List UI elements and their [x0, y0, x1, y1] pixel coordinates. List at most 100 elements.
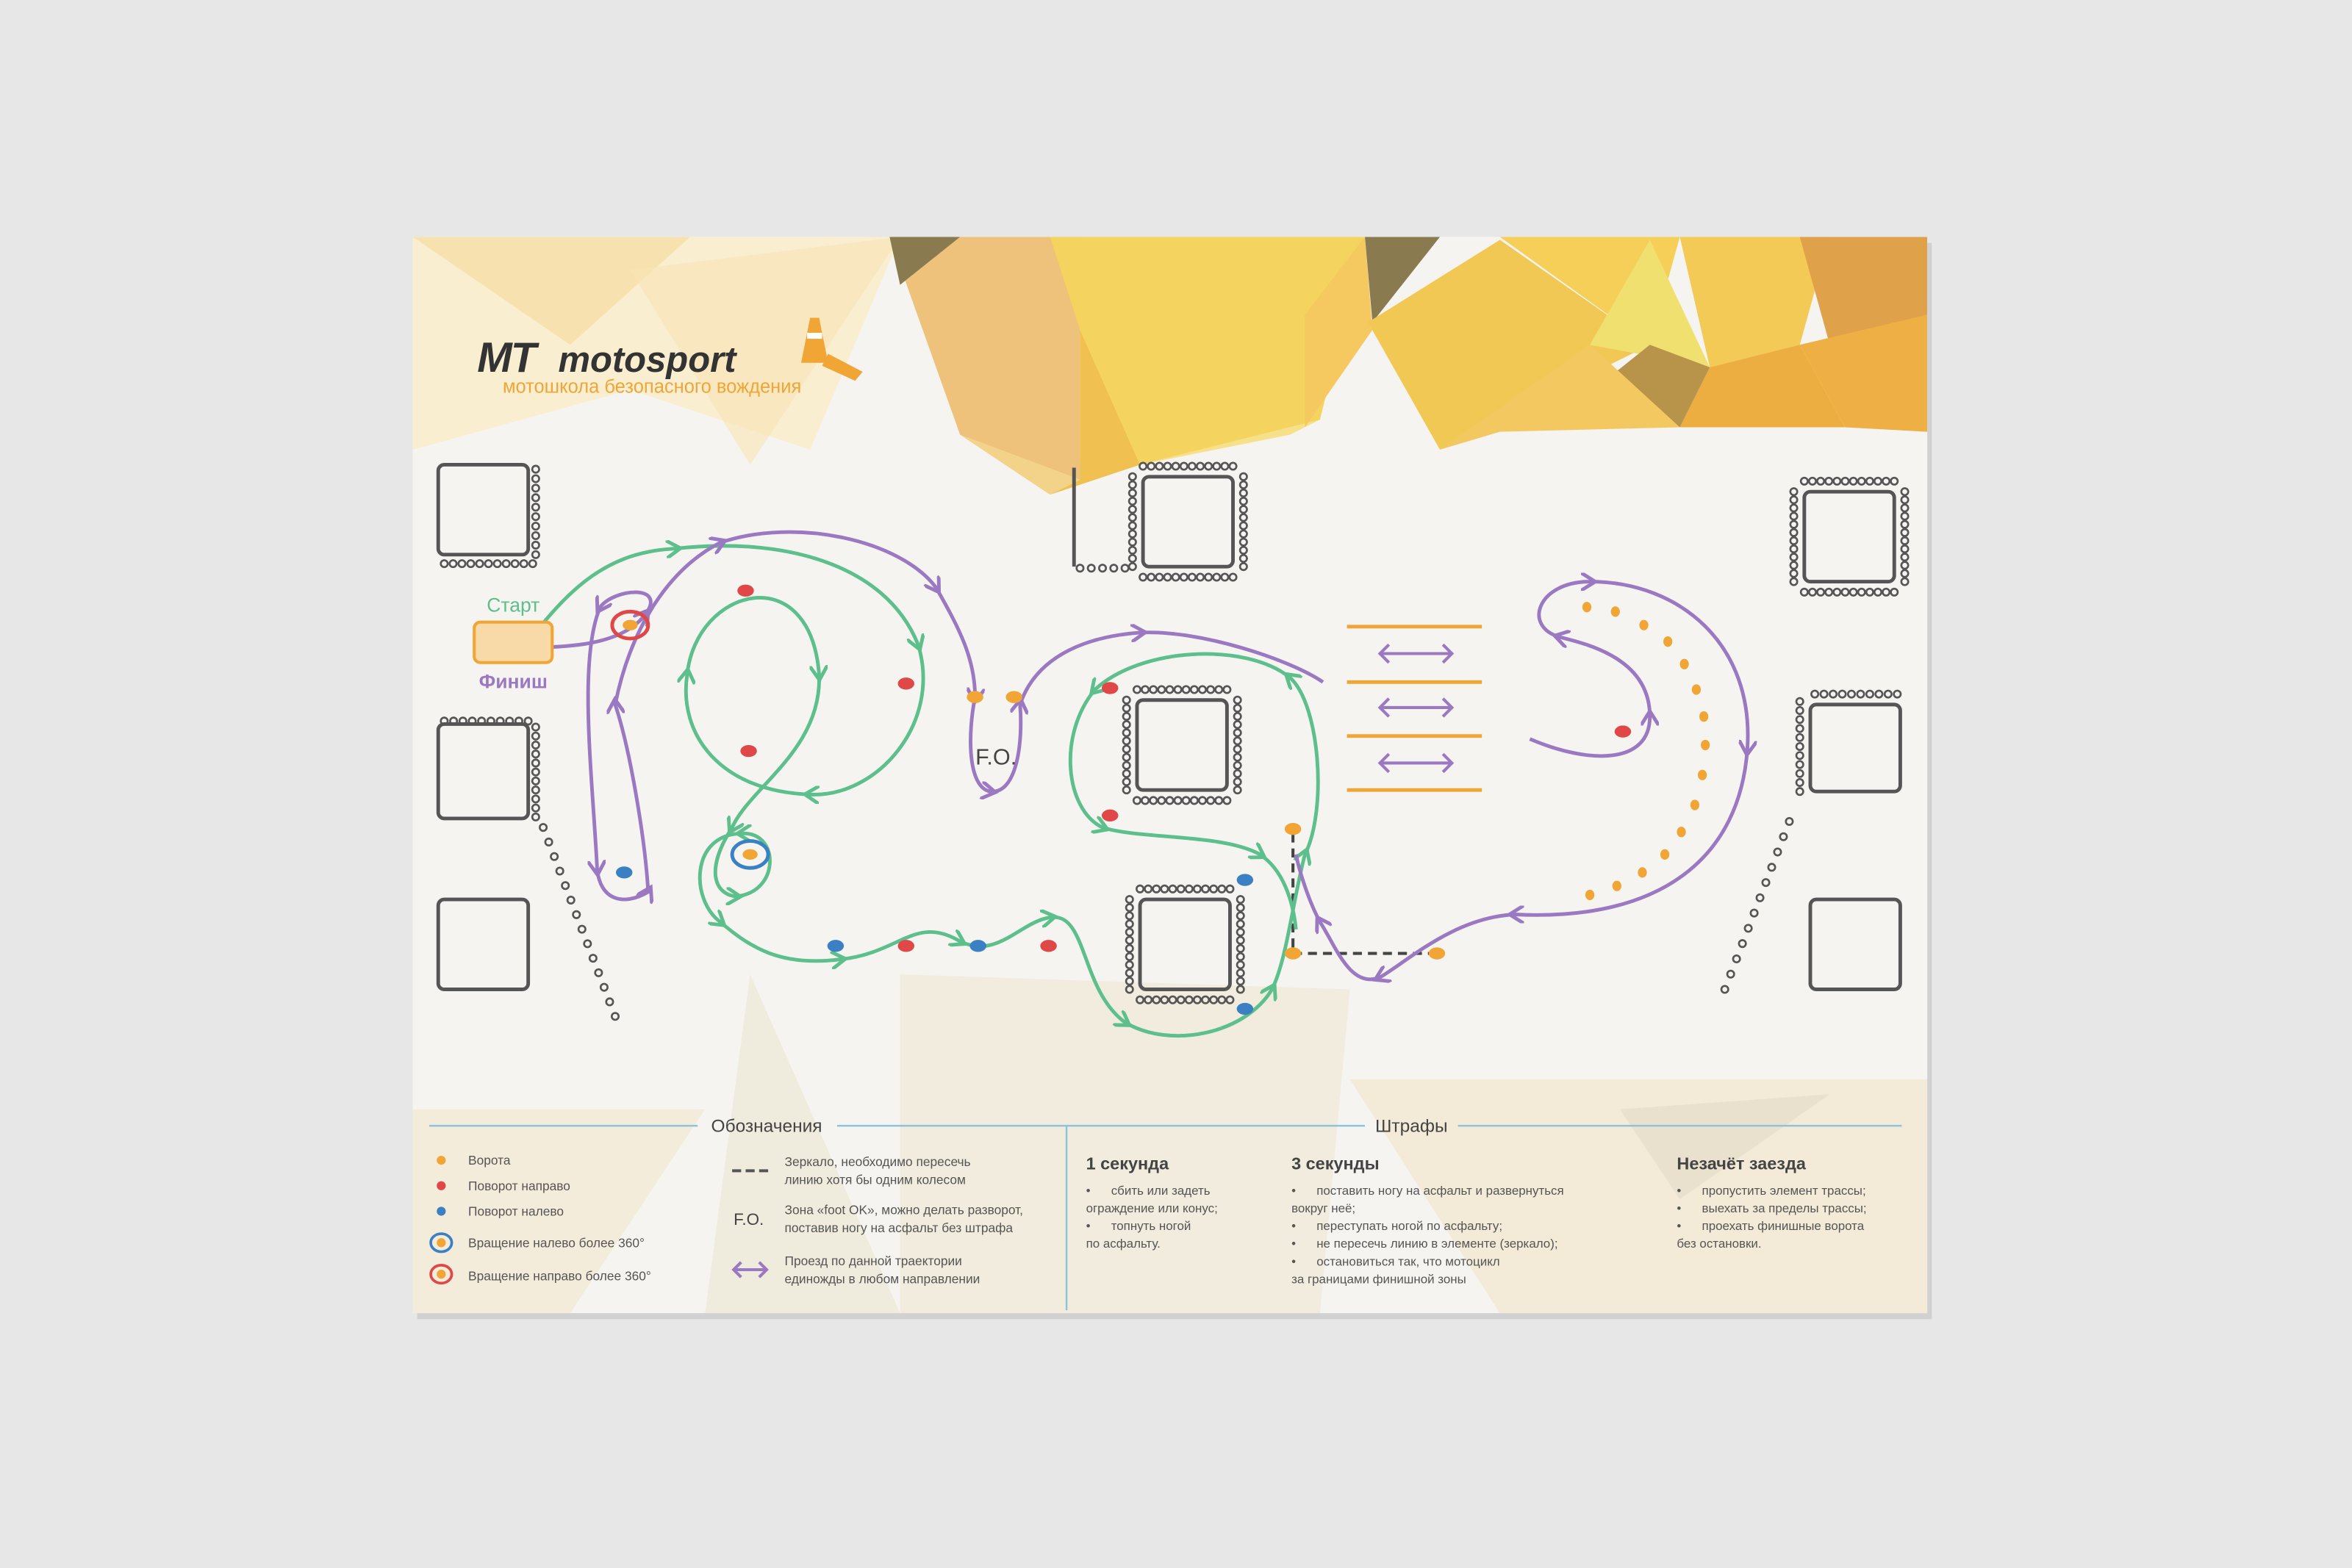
logo-mark: MT — [477, 334, 539, 381]
cone-bead — [1127, 497, 1137, 506]
penalties-title: Штрафы — [1375, 1116, 1448, 1136]
cone-bead — [1890, 587, 1899, 597]
legend-title: Обозначения — [711, 1116, 822, 1136]
cone-bead — [1824, 587, 1834, 597]
cone-bead — [1789, 487, 1799, 497]
cone-bead — [1220, 461, 1230, 471]
legend-item-text: Проезд по данной траектории — [785, 1254, 962, 1268]
cone-bead — [1900, 487, 1910, 497]
cone-bead — [448, 559, 458, 569]
cone-bead — [1883, 689, 1893, 699]
penalty-line: • проехать финишные ворота — [1677, 1219, 1864, 1233]
cone-bead — [1238, 497, 1248, 506]
legend-item-text: линию хотя бы одним колесом — [785, 1173, 966, 1187]
cone-bead — [510, 559, 520, 569]
penalty-line: • не пересечь линию в элементе (зеркало)… — [1291, 1237, 1557, 1251]
start-finish-zone: Старт Финиш — [473, 594, 554, 692]
cone-bead — [1789, 503, 1799, 513]
gate-marker — [1701, 739, 1710, 751]
cone-bead — [449, 716, 459, 726]
cone-bead — [531, 749, 540, 759]
red-marker — [1614, 725, 1632, 738]
cone-bead — [1720, 985, 1729, 994]
cone-bead — [561, 881, 570, 891]
cone-bead — [1238, 513, 1248, 522]
cone-bead — [577, 924, 587, 934]
cone-bead — [1882, 476, 1891, 486]
cone-bead — [1807, 476, 1817, 486]
cone-bead — [1900, 569, 1910, 578]
penalty-heading: 1 секунда — [1086, 1154, 1169, 1173]
fo-symbol: F.O. — [734, 1210, 764, 1229]
cone-bead — [531, 540, 540, 550]
cone-bead — [457, 559, 467, 569]
red-marker — [1040, 940, 1057, 952]
cone-bead — [1785, 816, 1794, 827]
penalty-line: без остановки. — [1677, 1237, 1761, 1251]
cone-bead — [1238, 529, 1248, 539]
red-marker — [740, 744, 757, 758]
red-ring-icon — [429, 1264, 453, 1285]
cone-bead — [1789, 577, 1799, 586]
blue-ring-icon — [429, 1232, 453, 1254]
cone-bead — [1171, 461, 1180, 471]
cone-bead — [1163, 461, 1172, 471]
cone-bead — [1795, 777, 1804, 787]
cone-bead — [583, 939, 592, 949]
gate-marker — [1660, 849, 1670, 860]
cone-bead — [1900, 528, 1910, 537]
cone-bead — [1139, 461, 1148, 471]
red-dot-icon — [437, 1181, 446, 1190]
orange-marker — [1428, 947, 1446, 960]
cone-bead — [544, 837, 553, 846]
cone-bead — [514, 716, 523, 726]
cone-bead — [1900, 577, 1910, 586]
penalty-line: за границами финишной зоны — [1291, 1272, 1466, 1286]
cone-bead — [1900, 511, 1910, 521]
cone-bead — [1846, 689, 1856, 699]
cone-bead — [1789, 511, 1799, 521]
cone-bead — [1773, 847, 1782, 857]
cone-bead — [1238, 472, 1248, 481]
cone-bead — [531, 803, 540, 813]
cone-bead — [501, 559, 511, 569]
blue-dot-icon — [437, 1206, 446, 1216]
cone-bead — [1857, 587, 1866, 597]
cone-bead — [1856, 689, 1865, 699]
cone-bead — [1840, 587, 1850, 597]
cone-bead — [1779, 832, 1788, 841]
penalty-line: вокруг неё; — [1291, 1201, 1355, 1215]
cone-bead — [1795, 697, 1804, 706]
cone-bead — [531, 522, 540, 531]
cone-bead — [1873, 476, 1882, 486]
gate-marker — [1585, 889, 1595, 901]
legend-item-label: Ворота — [468, 1153, 511, 1168]
cone-bead — [588, 954, 598, 963]
cone-bead — [1238, 521, 1248, 531]
cone-bead — [458, 716, 467, 726]
cone-bead — [505, 716, 514, 726]
gate-marker — [1677, 827, 1686, 838]
red-marker — [737, 584, 754, 597]
cone-bead — [531, 794, 540, 804]
finish-label: Финиш — [479, 670, 548, 692]
cone-bead — [1849, 476, 1858, 486]
legend-item-label: Вращение налево более 360° — [468, 1235, 645, 1250]
legend-item-label: Поворот налево — [468, 1204, 564, 1219]
orange-marker — [1284, 823, 1302, 835]
cone-bead — [1767, 863, 1776, 872]
cone-bead — [1179, 461, 1188, 471]
cone-bead — [594, 968, 603, 977]
cone-bead — [1238, 480, 1248, 489]
cone-bead — [1789, 569, 1799, 578]
cone-bead — [1900, 536, 1910, 545]
square-obstacle — [436, 897, 531, 991]
orange-marker — [1284, 947, 1302, 960]
purple-track — [525, 530, 1748, 979]
blue-marker — [616, 866, 633, 879]
gate-marker — [1612, 880, 1621, 891]
cone-bead — [531, 512, 540, 522]
blue-marker — [827, 940, 845, 952]
square-obstacle — [1808, 702, 1902, 794]
cone-bead — [1799, 476, 1809, 486]
